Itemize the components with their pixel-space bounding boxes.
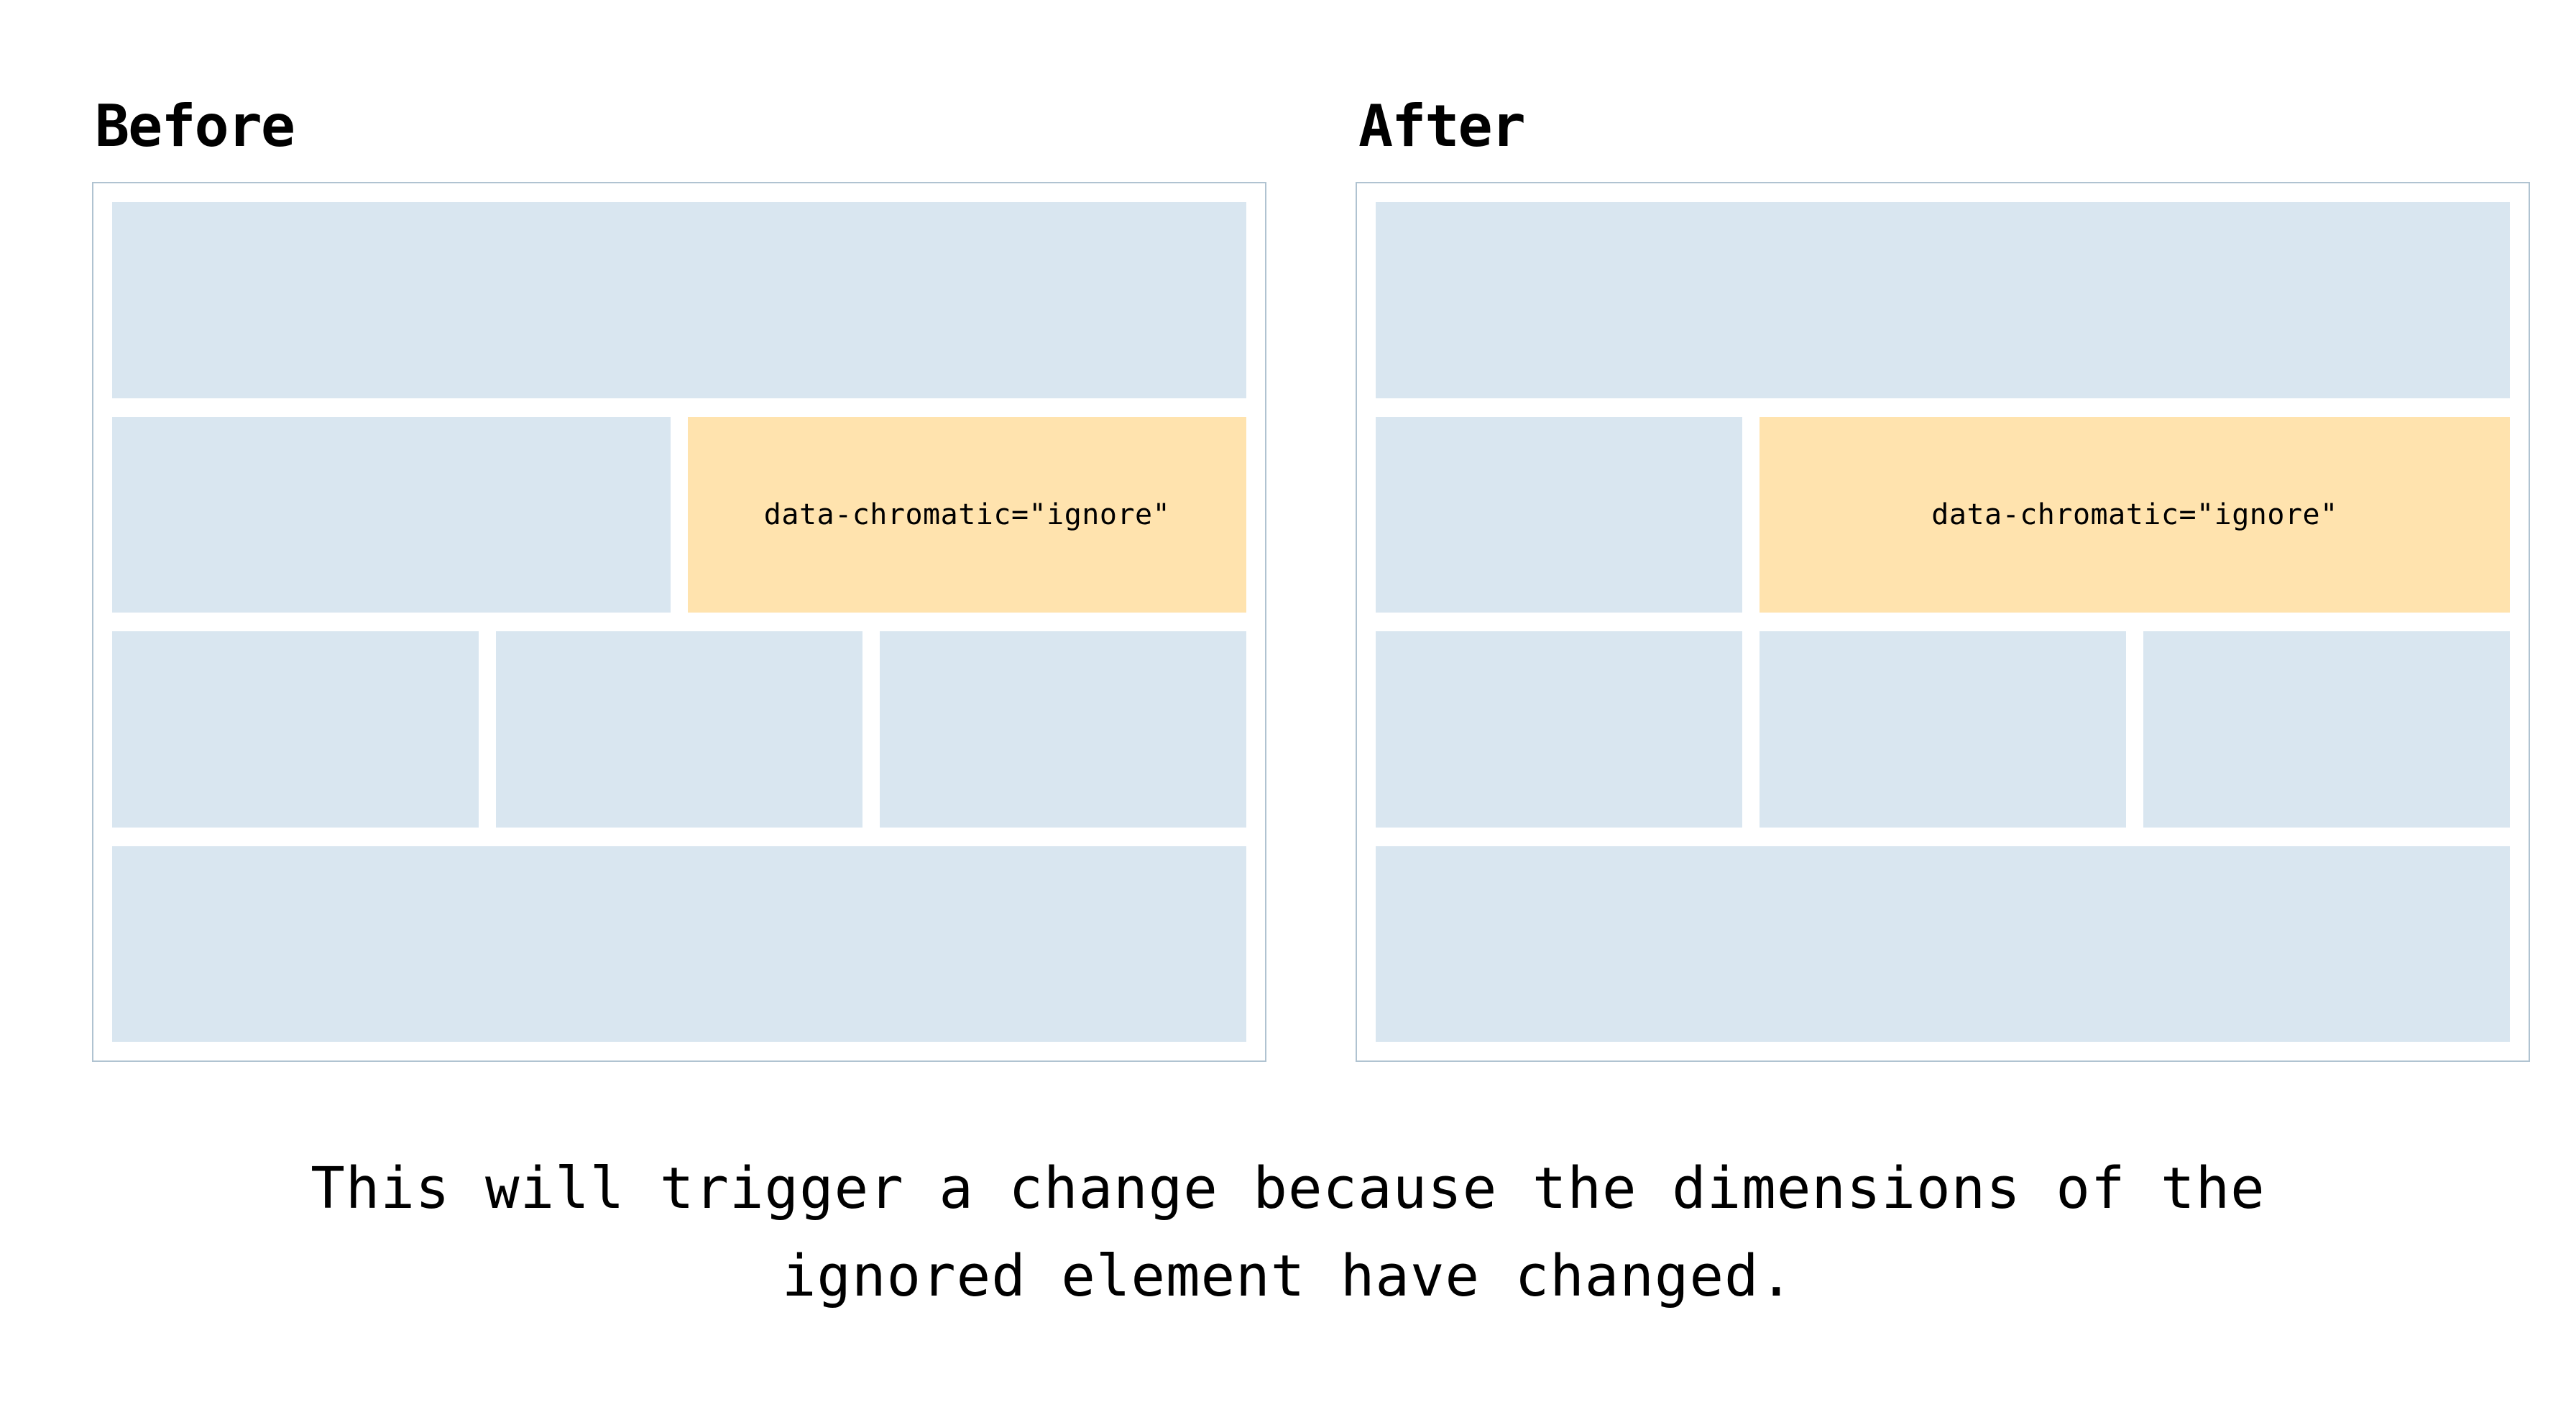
- after-row-header: [1376, 202, 2510, 398]
- after-panel-group: After data-chromatic="ignore": [1356, 92, 2530, 1062]
- before-row-cards: [112, 631, 1246, 828]
- before-row-ignore: data-chromatic="ignore": [112, 416, 1246, 613]
- caption-line: This will trigger a change because the d…: [310, 1155, 2266, 1222]
- caption: This will trigger a change because the d…: [0, 1145, 2576, 1320]
- ignore-attribute-label: data-chromatic="ignore": [763, 498, 1171, 531]
- before-wireframe: data-chromatic="ignore": [92, 182, 1266, 1062]
- card-block: [1376, 631, 1742, 828]
- content-block: [1376, 416, 1742, 613]
- card-block: [1760, 631, 2126, 828]
- ignored-element: data-chromatic="ignore": [688, 416, 1246, 613]
- card-block: [880, 631, 1246, 828]
- after-row-ignore: data-chromatic="ignore": [1376, 416, 2510, 613]
- footer-block: [1376, 846, 2510, 1042]
- after-heading: After: [1358, 93, 1526, 160]
- ignored-element: data-chromatic="ignore": [1760, 416, 2510, 613]
- content-block: [112, 416, 671, 613]
- after-row-cards: [1376, 631, 2510, 828]
- card-block: [112, 631, 479, 828]
- after-row-footer: [1376, 846, 2510, 1042]
- header-block: [112, 202, 1246, 398]
- header-block: [1376, 202, 2510, 398]
- before-row-header: [112, 202, 1246, 398]
- card-block: [496, 631, 862, 828]
- caption-line: ignored element have changed.: [781, 1243, 1795, 1309]
- ignore-attribute-label: data-chromatic="ignore": [1931, 498, 2338, 531]
- before-heading: Before: [95, 93, 295, 160]
- after-wireframe: data-chromatic="ignore": [1356, 182, 2530, 1062]
- before-row-footer: [112, 846, 1246, 1042]
- footer-block: [112, 846, 1246, 1042]
- before-panel-group: Before data-chromatic="ignore": [92, 92, 1266, 1062]
- card-block: [2143, 631, 2510, 828]
